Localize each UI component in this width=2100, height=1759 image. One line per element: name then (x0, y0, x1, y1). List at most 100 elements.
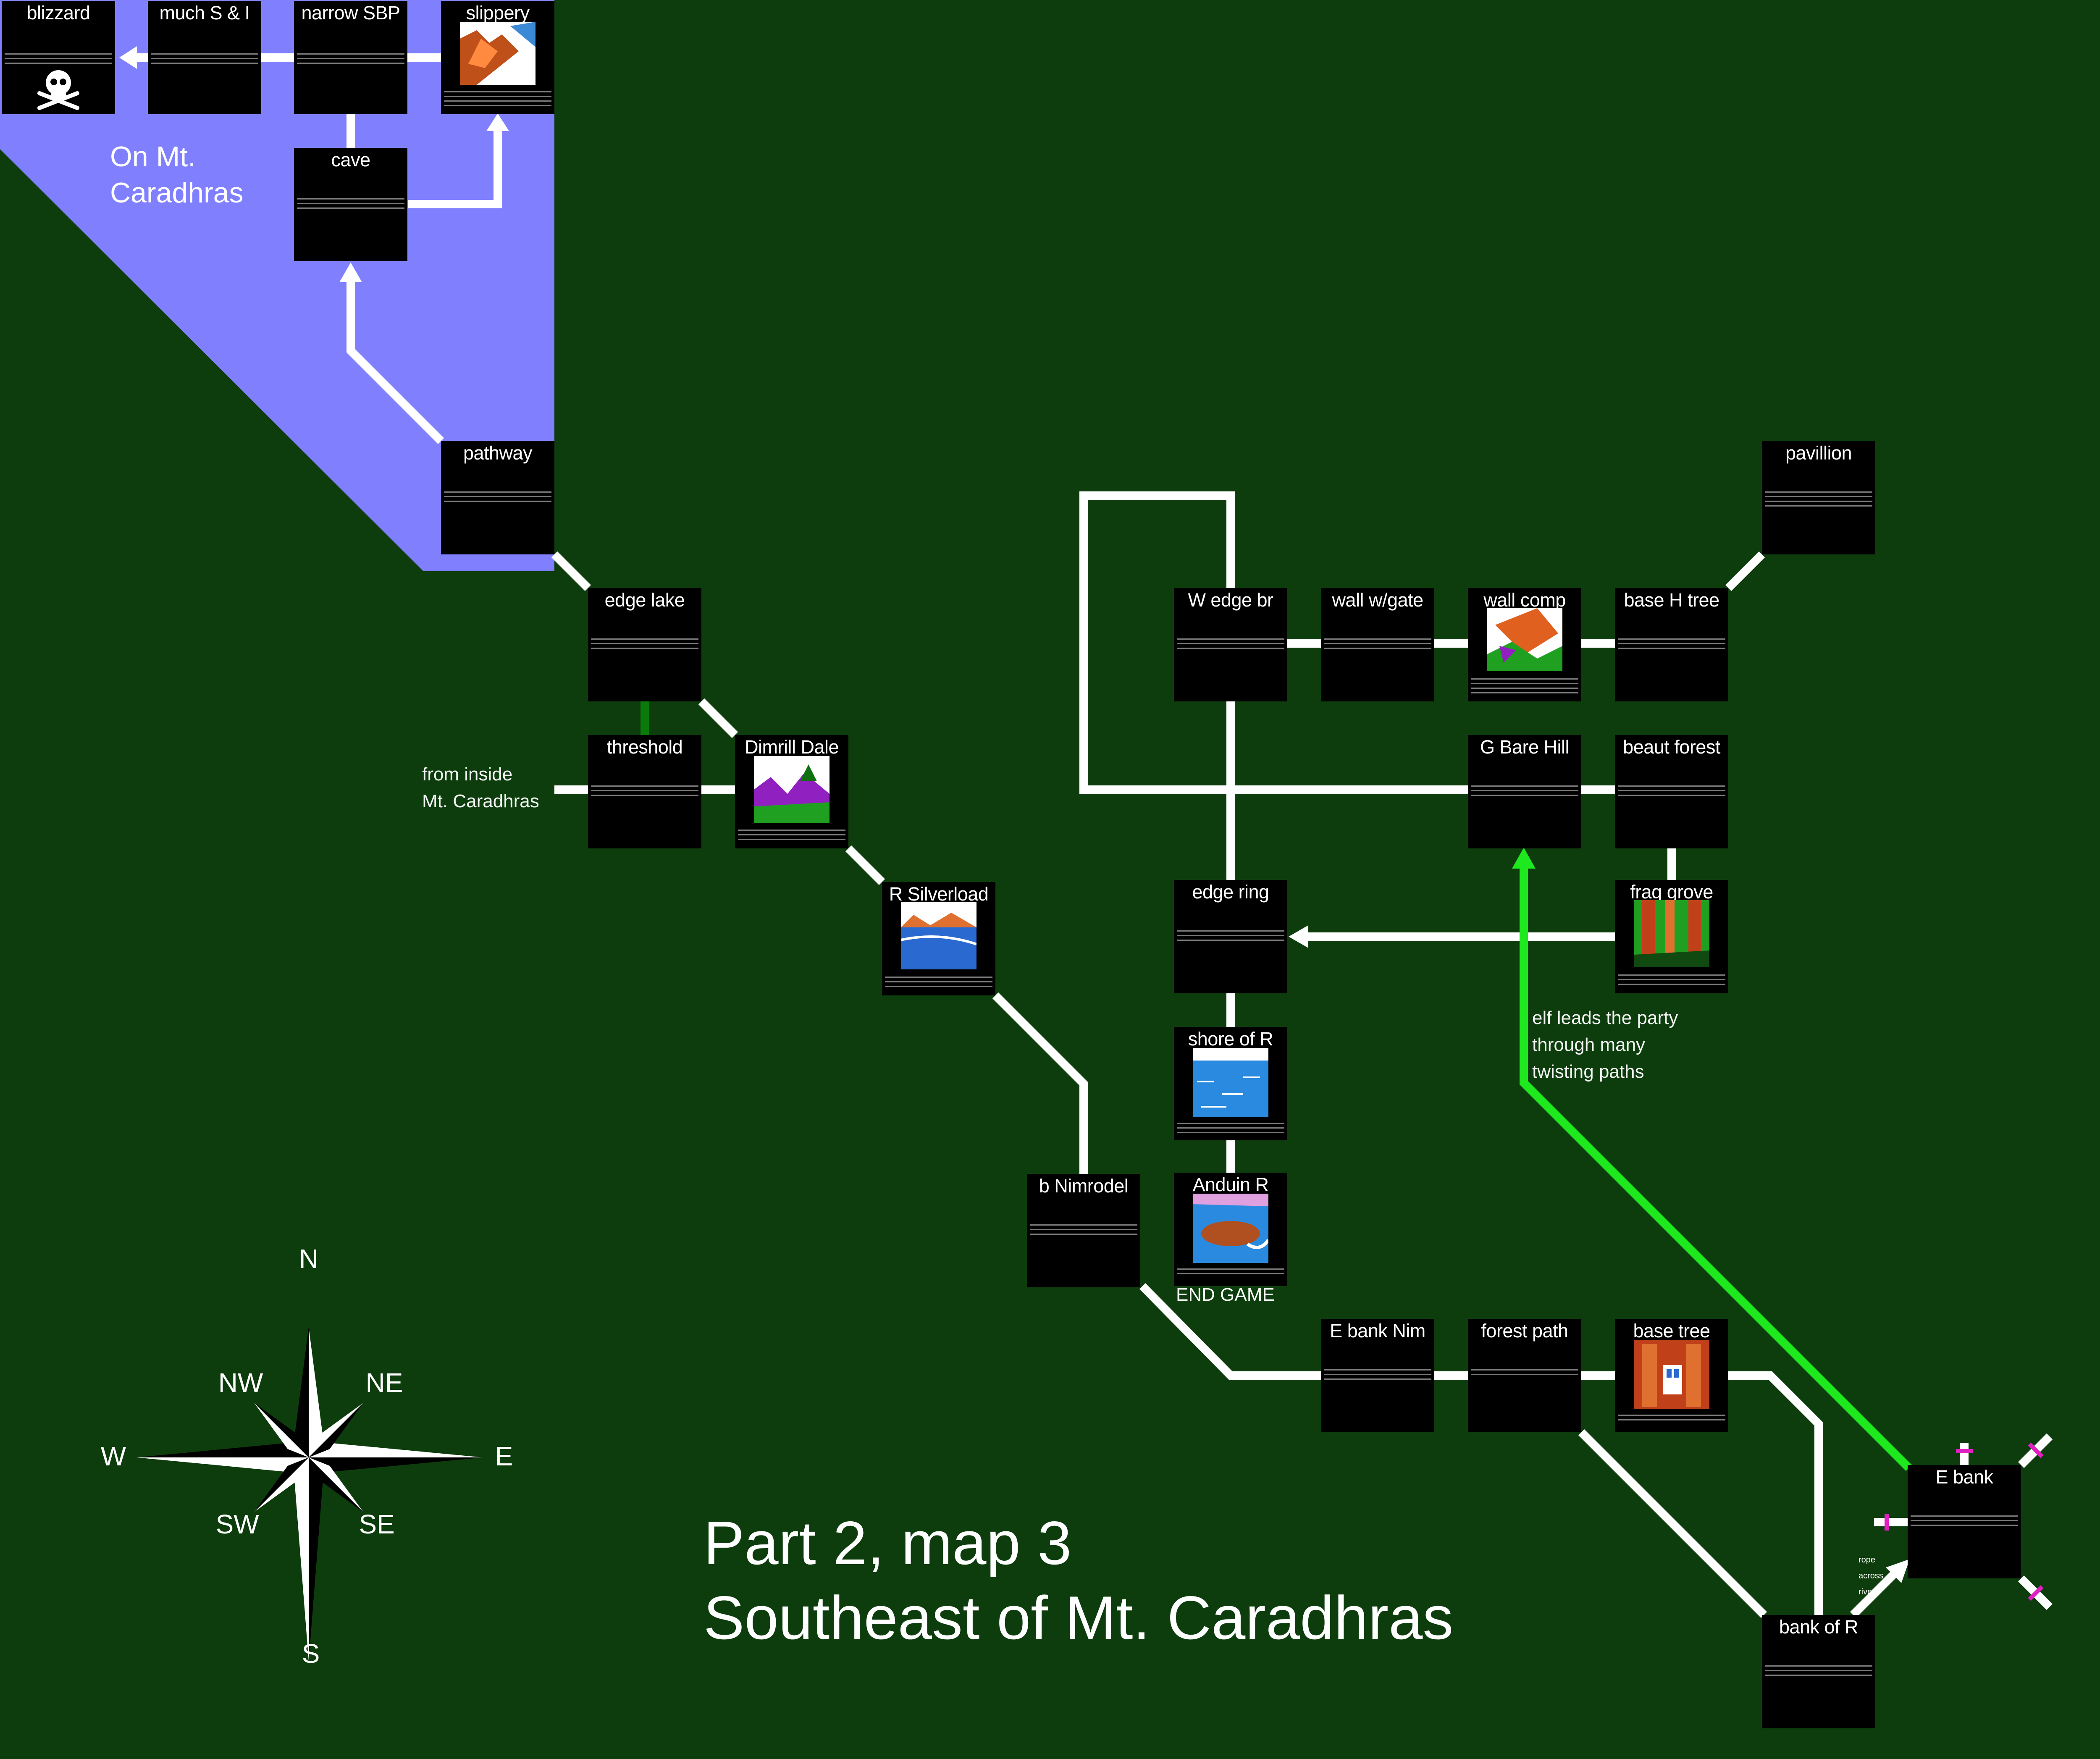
compass-star (309, 1403, 363, 1457)
room-description (1471, 678, 1578, 697)
compass-ne: NE (365, 1368, 403, 1398)
compass-star (136, 1457, 309, 1472)
room-name: pathway (463, 442, 533, 464)
room-description (297, 198, 404, 212)
elf-path (1520, 865, 1912, 1471)
room-narrow-sbp[interactable]: narrow SBP (294, 1, 407, 114)
label-line: river (1858, 1587, 1875, 1596)
path-pathway-edgelake (551, 551, 591, 591)
room-description (1618, 974, 1725, 988)
room-name: frag grove (1630, 881, 1713, 903)
room-name: threshold (606, 736, 683, 758)
room-description (1911, 1515, 2018, 1529)
room-cave[interactable]: cave (294, 148, 407, 261)
path-dimrill-silverload (845, 845, 885, 885)
label-line: twisting paths (1532, 1061, 1644, 1082)
room-description (1030, 1224, 1137, 1238)
label-elf-leads: elf leads the party through many twistin… (1532, 1005, 1678, 1085)
room-name: shore of R (1188, 1028, 1273, 1050)
room-name: much S & I (159, 2, 250, 24)
room-description (1324, 1369, 1431, 1383)
room-description (1618, 785, 1725, 799)
room-shore-of-r[interactable]: shore of R (1174, 1027, 1287, 1140)
room-edge-ring[interactable]: edge ring (1174, 880, 1287, 993)
compass-e: E (495, 1441, 513, 1471)
region-label-line: On Mt. (110, 141, 196, 173)
room-description (1765, 491, 1872, 510)
shore-of-r-picture (1193, 1048, 1268, 1117)
path-forestpath-bankofr (1578, 1429, 1767, 1618)
room-r-silverload[interactable]: R Silverload (882, 882, 995, 995)
room-name: base H tree (1624, 589, 1719, 611)
path-silverload-nimrodel (992, 992, 1088, 1174)
label-rope-across-river: rope across river (1858, 1552, 1883, 1600)
compass-star (309, 1457, 363, 1512)
room-slippery[interactable]: slippery (441, 1, 554, 114)
room-forest-path[interactable]: forest path (1468, 1319, 1581, 1432)
compass-sw: SW (215, 1509, 259, 1539)
room-description (1765, 1665, 1872, 1679)
room-name: b Nimrodel (1039, 1175, 1129, 1197)
base-tree-picture (1634, 1340, 1709, 1409)
room-description (1618, 638, 1725, 652)
room-name: W edge br (1188, 589, 1273, 611)
map-title-line1: Part 2, map 3 (704, 1509, 1072, 1577)
room-pathway[interactable]: pathway (441, 441, 554, 554)
room-base-h-tree[interactable]: base H tree (1615, 588, 1728, 701)
path-basetree-bankofr (1728, 1371, 1823, 1615)
room-dimrill-dale[interactable]: Dimrill Dale (735, 735, 848, 848)
room-description (1177, 638, 1284, 652)
room-e-bank-nim[interactable]: E bank Nim (1321, 1319, 1434, 1432)
compass-rose (136, 1327, 483, 1661)
room-description (1471, 785, 1578, 799)
mt-caradhras-region (0, 0, 554, 571)
path-bankofr-ebank-rope (1850, 1570, 1898, 1618)
room-e-bank[interactable]: E bank (1908, 1465, 2021, 1578)
room-description (1324, 638, 1431, 652)
slippery-picture (460, 22, 536, 85)
room-description (444, 491, 551, 505)
room-bank-of-r[interactable]: bank of R (1762, 1615, 1875, 1728)
compass-star (254, 1403, 309, 1457)
room-much-s-and-i[interactable]: much S & I (148, 1, 261, 114)
path-basehtree-pavillion (1725, 551, 1765, 591)
path-edgelake-dimrill (698, 698, 738, 738)
room-frag-grove[interactable]: frag grove (1615, 880, 1728, 993)
room-edge-lake[interactable]: edge lake (588, 588, 701, 701)
room-threshold[interactable]: threshold (588, 735, 701, 848)
room-w-edge-br[interactable]: W edge br (1174, 588, 1287, 701)
room-beaut-forest[interactable]: beaut forest (1615, 735, 1728, 848)
room-name: Dimrill Dale (744, 736, 839, 758)
room-anduin-r[interactable]: Anduin R (1174, 1173, 1287, 1286)
path-nimrodel-ebanknim (1139, 1283, 1321, 1380)
frag-grove-picture (1634, 900, 1709, 967)
room-b-nimrodel[interactable]: b Nimrodel (1027, 1174, 1140, 1287)
room-base-tree[interactable]: base tree (1615, 1319, 1728, 1432)
label-line: Mt. Caradhras (422, 791, 539, 811)
room-description (444, 91, 551, 110)
arrow-to-edgering (1289, 925, 1308, 948)
room-wall-w-gate[interactable]: wall w/gate (1321, 588, 1434, 701)
region-label-mt-caradhras: On Mt. Caradhras (110, 139, 244, 211)
label-line: elf leads the party (1532, 1008, 1678, 1028)
arrow-to-slippery (486, 113, 509, 131)
compass-n: N (299, 1244, 319, 1274)
room-name: E bank Nim (1330, 1320, 1425, 1342)
compass-star (294, 1327, 309, 1457)
path-cave-slippery (408, 128, 502, 208)
compass-star (309, 1457, 323, 1661)
compass-star (136, 1443, 309, 1457)
room-g-bare-hill[interactable]: G Bare Hill (1468, 735, 1581, 848)
room-name: G Bare Hill (1480, 736, 1570, 758)
room-pavillion[interactable]: pavillion (1762, 441, 1875, 554)
room-wall-comp[interactable]: wall comp (1468, 588, 1581, 701)
room-name: forest path (1481, 1320, 1568, 1342)
label-end-game: END GAME (1176, 1284, 1275, 1305)
anduin-r-picture (1193, 1194, 1268, 1263)
label-from-inside: from inside Mt. Caradhras (422, 761, 539, 815)
room-blizzard[interactable]: blizzard (2, 1, 115, 114)
r-silverload-picture (901, 902, 976, 969)
room-name: pavillion (1785, 442, 1852, 464)
map-title-line2: Southeast of Mt. Caradhras (704, 1583, 1454, 1652)
